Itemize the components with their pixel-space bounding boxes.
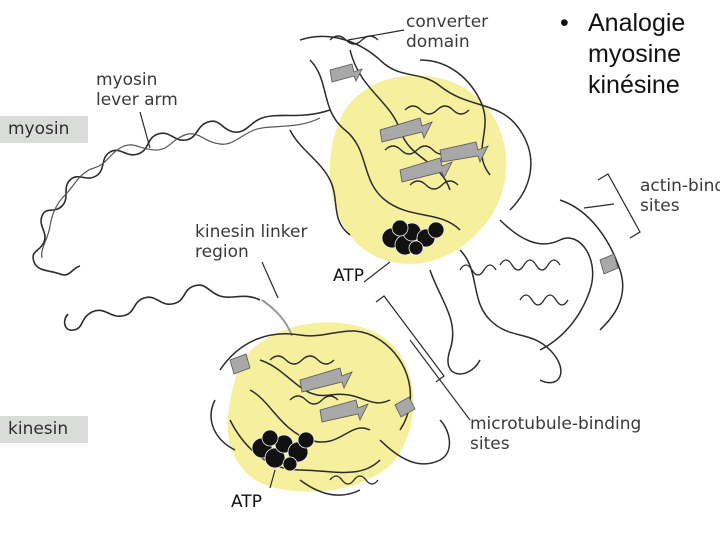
myosin-lever-arm-helix-back [41, 117, 321, 259]
bullet-line-1: Analogie [588, 9, 686, 37]
myosin-tag: myosin [0, 116, 88, 143]
bullet-point-icon: • [560, 9, 569, 37]
atp-top-label: ATP [333, 266, 364, 286]
microtubule-binding-sites-label: microtubule-binding sites [470, 414, 642, 454]
kinesin-atp-molecule [251, 429, 315, 472]
kinesin-neck-helix [63, 284, 261, 331]
slide-bullet: • Analogie myosine kinésine [560, 8, 720, 101]
label-leader-lines [139, 29, 641, 489]
kinesin-beta-strands [229, 353, 416, 423]
kinesin-core-highlight [227, 322, 414, 492]
atp-bottom-label: ATP [231, 492, 262, 512]
kinesin-head-helices [269, 355, 379, 485]
myosin-beta-strands [329, 63, 619, 275]
bullet-line-3: kinésine [588, 71, 680, 99]
converter-domain-label: converter domain [406, 12, 489, 52]
myosin-atp-molecule [381, 219, 445, 256]
kinesin-linker-region-label: kinesin linker region [195, 222, 308, 262]
myosin-lever-arm-label: myosin lever arm [96, 70, 178, 110]
kinesin-linker-region [261, 299, 293, 337]
bullet-line-2: myosine [588, 40, 682, 68]
actin-binding-sites-label: actin-bind sites [640, 176, 720, 216]
kinesin-tag: kinesin [0, 416, 88, 443]
